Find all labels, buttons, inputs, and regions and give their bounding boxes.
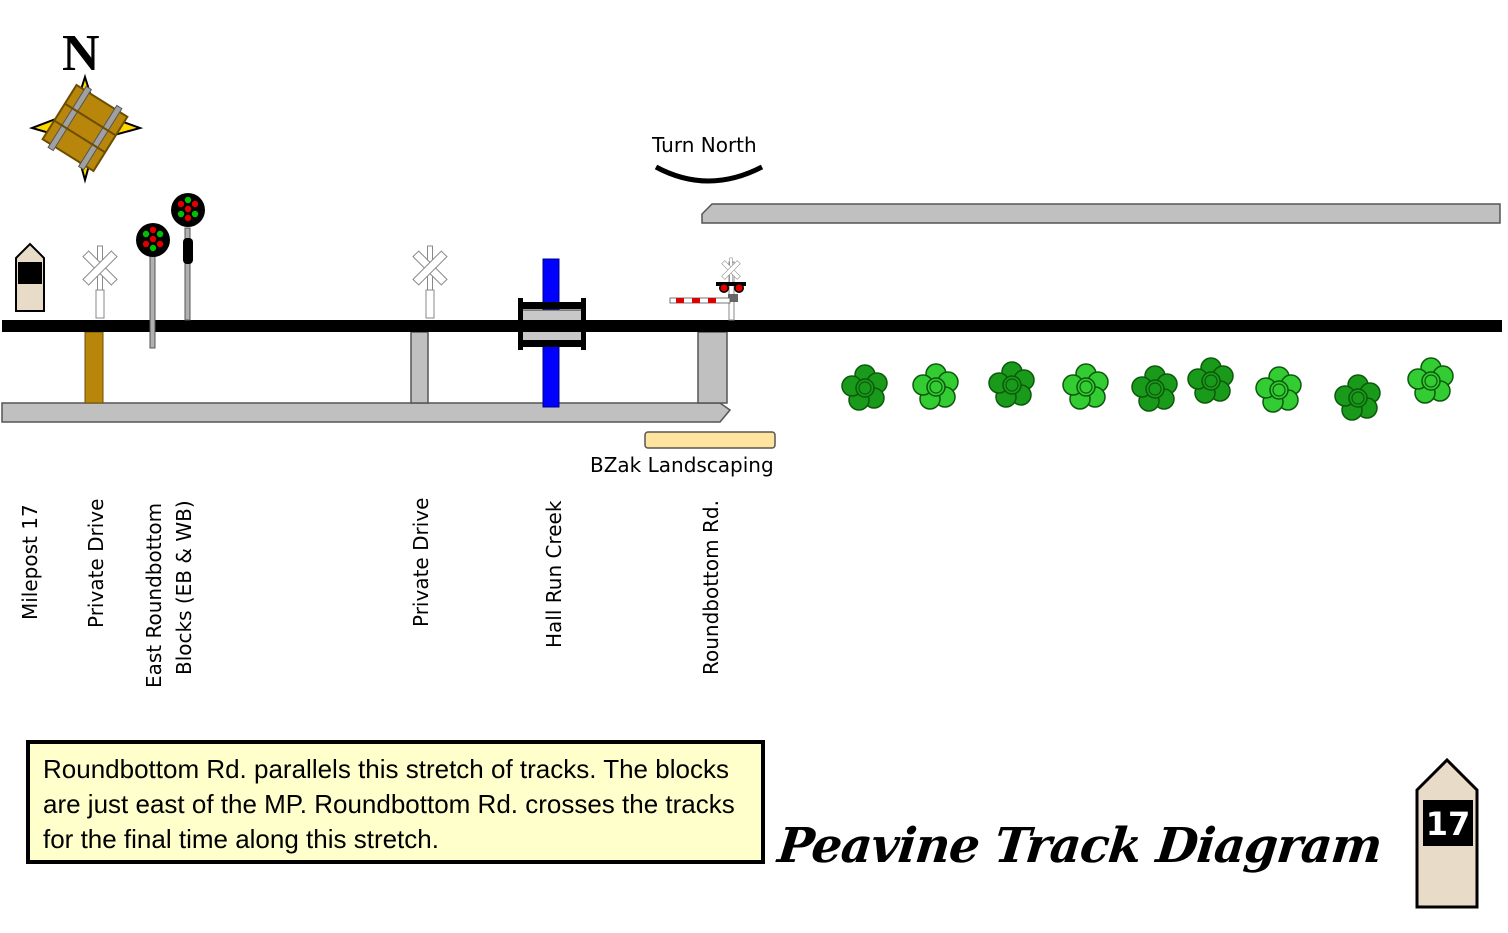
private-drive-1-label: Private Drive [84,498,108,628]
tree-icon [1255,366,1302,413]
tree-icon [1062,363,1109,410]
blocks-label-line2: Blocks (EB & WB) [172,500,196,675]
turn-north-arc [654,164,764,184]
signal-eb-icon [136,223,170,349]
bzak-landscaping-building [644,431,776,449]
diagram-title: Peavine Track Diagram [775,818,1385,874]
tree-row [841,357,1454,421]
crossing-sign-text: RAILROAD CROSSING [0,0,1,1]
milepost-marker-icon [15,242,45,312]
blocks-label-line1: East Roundbottom [142,502,166,688]
bzak-landscaping-label: BZak Landscaping [590,453,774,477]
tree-icon [1131,365,1178,412]
crossbuck-private-drive-2-icon [412,245,448,319]
roundbottom-rd-connector [697,331,728,404]
roundbottom-rd-label: Roundbottom Rd. [699,500,723,675]
private-drive-1-connector [84,331,104,404]
tree-icon [912,363,959,410]
private-drive-2-label: Private Drive [409,497,433,627]
turn-north-label: Turn North [652,133,757,157]
compass-icon [28,73,144,184]
tree-icon [841,364,888,411]
crossing-gate-arm [669,297,731,304]
tree-icon [988,361,1035,408]
milepost-number: 17 [1425,805,1471,843]
signal-wb-icon [171,193,205,321]
creek-bridge [518,298,586,350]
hall-run-creek-label: Hall Run Creek [542,500,566,648]
info-note: Roundbottom Rd. parallels this stretch o… [26,740,765,864]
lower-road [1,402,732,423]
main-track [2,320,1502,332]
milepost-label: Milepost 17 [18,504,42,620]
milepost-17-sign-icon [1415,757,1479,909]
tree-icon [1334,374,1381,421]
tree-icon [1187,357,1234,404]
crossbuck-private-drive-1-icon [82,245,118,319]
private-drive-2-connector [410,331,429,404]
upper-road [701,203,1501,224]
gated-crossing-icon [669,257,746,321]
north-letter: N [62,25,100,82]
tree-icon [1407,357,1454,404]
